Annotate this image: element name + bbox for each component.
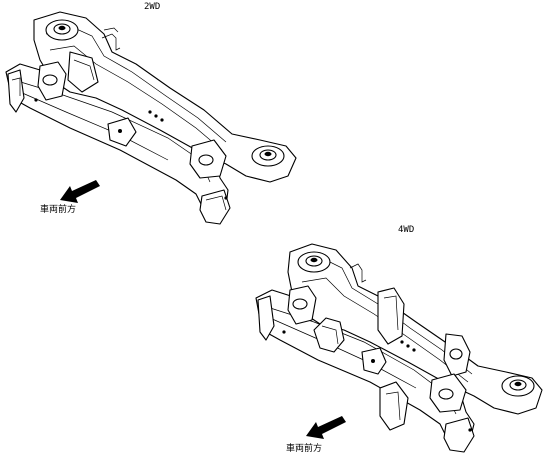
variant-label-4wd: 4WD: [398, 225, 415, 235]
front-direction-label-2: 車両前方: [286, 444, 323, 454]
subframe-4wd-drawing: [255, 243, 543, 453]
front-direction-label-1: 車両前方: [40, 205, 77, 215]
front-direction-arrow-2: [306, 416, 346, 439]
variant-label-2wd: 2WD: [144, 2, 161, 12]
front-direction-arrow-1: [60, 180, 100, 203]
subframe-2wd-drawing: [5, 11, 297, 225]
